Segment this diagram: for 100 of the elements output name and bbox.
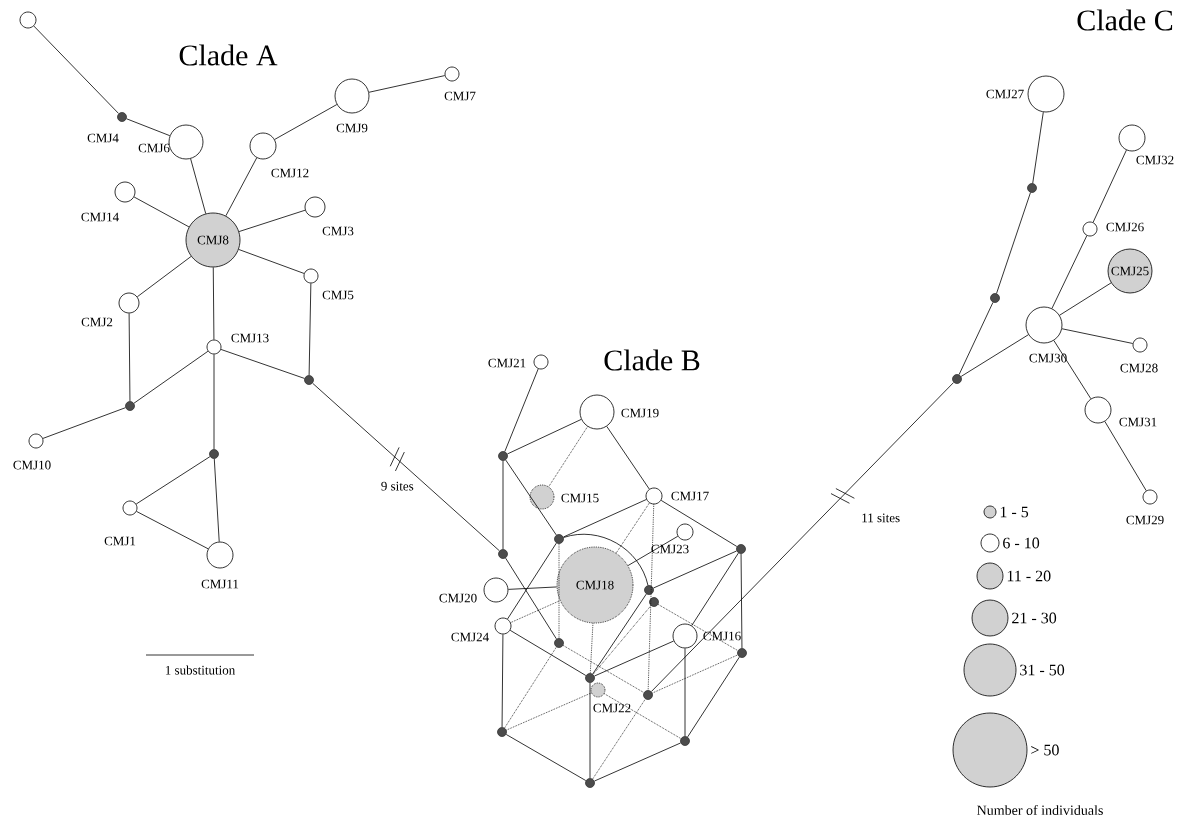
haplotype-label: CMJ13 bbox=[231, 333, 269, 343]
legend-entry: 11 - 20 bbox=[1007, 570, 1051, 582]
network-line bbox=[548, 426, 588, 487]
network-line bbox=[133, 196, 190, 228]
network-line bbox=[504, 646, 557, 729]
network-line bbox=[312, 382, 500, 552]
haplotype-label: CMJ9 bbox=[336, 123, 368, 133]
haplotype-label: CMJ1 bbox=[104, 536, 136, 546]
haplotype-label: CMJ10 bbox=[13, 460, 51, 470]
network-line bbox=[657, 604, 739, 651]
network-line bbox=[225, 157, 258, 217]
haplotype-label: CMJ31 bbox=[1119, 417, 1157, 427]
haplotype-label: CMJ32 bbox=[1136, 155, 1174, 165]
network-line bbox=[594, 742, 681, 782]
network-line bbox=[958, 302, 994, 375]
network-line bbox=[505, 734, 587, 781]
network-line bbox=[563, 533, 649, 586]
network-line bbox=[604, 693, 682, 739]
network-line bbox=[136, 256, 192, 298]
legend-entry: 1 - 5 bbox=[1000, 506, 1029, 518]
network-line bbox=[508, 586, 558, 590]
network-line bbox=[1051, 235, 1088, 309]
network-line bbox=[1092, 149, 1127, 223]
network-line bbox=[136, 511, 209, 550]
network-line bbox=[1104, 421, 1147, 492]
network-line bbox=[1061, 328, 1134, 344]
network-line bbox=[684, 648, 686, 737]
haplotype-label: CMJ15 bbox=[561, 493, 599, 503]
legend-entry: 31 - 50 bbox=[1020, 664, 1065, 676]
network-line bbox=[563, 499, 647, 538]
legend-entry: > 50 bbox=[1031, 744, 1059, 756]
network-line bbox=[502, 460, 504, 550]
haplotype-label: CMJ27 bbox=[986, 89, 1024, 99]
network-line bbox=[501, 634, 504, 728]
network-line bbox=[213, 458, 220, 543]
haplotype-label: CMJ28 bbox=[1120, 363, 1158, 373]
haplotype-label: CMJ2 bbox=[81, 317, 113, 327]
scale-label: 1 substitution bbox=[165, 665, 236, 675]
haplotype-label: CMJ3 bbox=[322, 226, 354, 236]
haplotype-label: CMJ19 bbox=[621, 408, 659, 418]
legend-title: Number of individuals bbox=[977, 805, 1103, 815]
network-line bbox=[653, 550, 737, 589]
edge-label: 11 sites bbox=[860, 512, 902, 524]
haplotype-label: CMJ11 bbox=[201, 579, 239, 589]
haplotype-label: CMJ24 bbox=[451, 632, 489, 642]
haplotype-label: CMJ29 bbox=[1126, 515, 1164, 525]
network-line bbox=[594, 640, 675, 677]
network-line bbox=[368, 75, 446, 93]
haplotype-label: CMJ26 bbox=[1106, 222, 1144, 232]
network-line bbox=[128, 313, 131, 402]
network-line bbox=[506, 692, 592, 731]
network-line bbox=[562, 645, 645, 693]
network-line bbox=[190, 158, 207, 214]
network-line bbox=[740, 553, 743, 649]
network-line bbox=[960, 334, 1029, 377]
haplotype-label: CMJ12 bbox=[271, 168, 309, 178]
network-line bbox=[592, 593, 647, 675]
haplotype-label: CMJ21 bbox=[488, 358, 526, 368]
network-line bbox=[42, 407, 126, 439]
network-line bbox=[1059, 282, 1112, 316]
network-line bbox=[651, 382, 954, 692]
network-line bbox=[691, 552, 739, 626]
haplotype-label: CMJ7 bbox=[444, 91, 476, 101]
haplotype-label: CMJ22 bbox=[593, 703, 631, 713]
network-line bbox=[592, 605, 652, 675]
clade-title: Clade C bbox=[1077, 9, 1173, 31]
network-line bbox=[238, 209, 306, 232]
legend-entry: 21 - 30 bbox=[1012, 612, 1057, 624]
network-line bbox=[1032, 111, 1044, 184]
network-line bbox=[135, 456, 211, 505]
network-line bbox=[558, 543, 560, 639]
network-line bbox=[308, 283, 312, 376]
network-line bbox=[606, 426, 650, 490]
network-line bbox=[615, 502, 650, 554]
network-line bbox=[592, 698, 646, 780]
network-line bbox=[133, 350, 209, 404]
legend-entry: 6 - 10 bbox=[1003, 537, 1040, 549]
network-line bbox=[510, 600, 561, 623]
haplotype-circle bbox=[19, 11, 37, 29]
network-line bbox=[212, 267, 215, 340]
network-line bbox=[505, 557, 557, 640]
clade-title: Clade B bbox=[604, 349, 700, 371]
network-line bbox=[504, 368, 539, 452]
network-line bbox=[647, 504, 655, 691]
network-line bbox=[589, 682, 591, 779]
haplotype-label: CMJ17 bbox=[671, 491, 709, 501]
network-line bbox=[238, 249, 305, 274]
network-line bbox=[660, 500, 738, 547]
network-line bbox=[652, 654, 738, 694]
haplotype-label: CMJ16 bbox=[703, 631, 741, 641]
clade-title: Clade A bbox=[179, 44, 278, 66]
haplotype-label: CMJ4 bbox=[87, 133, 119, 143]
network-line bbox=[509, 629, 587, 676]
haplotype-label: CMJ5 bbox=[322, 290, 354, 300]
network-line bbox=[126, 118, 171, 137]
haplotype-label: CMJ6 bbox=[138, 143, 170, 153]
network-line bbox=[687, 656, 740, 738]
network-line bbox=[507, 419, 582, 455]
network-line bbox=[589, 622, 594, 674]
haplotype-label: CMJ30 bbox=[1029, 353, 1067, 363]
